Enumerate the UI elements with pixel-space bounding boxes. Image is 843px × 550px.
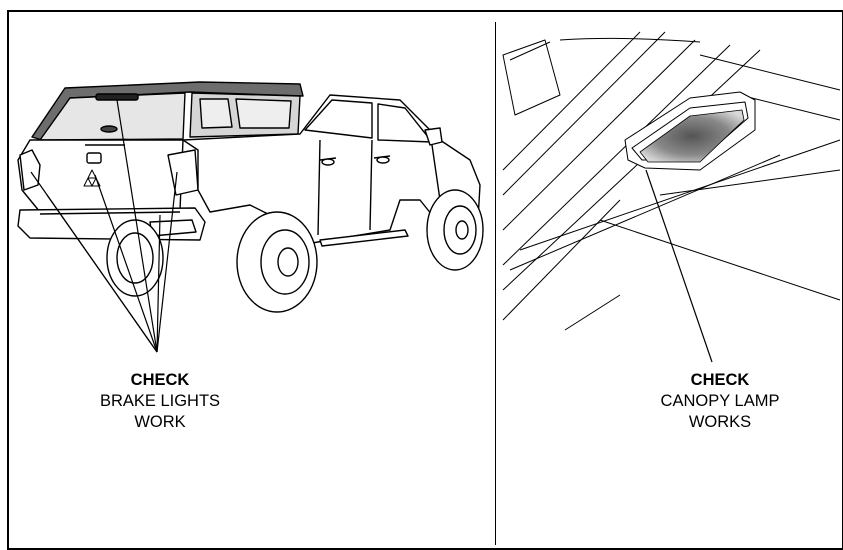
canopy-lamp-caption-line2: WORKS — [620, 412, 820, 433]
canopy-lamp-leader-line — [646, 170, 712, 362]
brake-lights-caption-line1: BRAKE LIGHTS — [60, 391, 260, 412]
canopy-lamp-caption: CHECK CANOPY LAMP WORKS — [620, 370, 820, 433]
truck-drawing — [18, 82, 483, 312]
canopy-lamp-caption-heading: CHECK — [620, 370, 820, 391]
canopy-lamp-caption-line1: CANOPY LAMP — [620, 391, 820, 412]
brake-lights-caption: CHECK BRAKE LIGHTS WORK — [60, 370, 260, 433]
brake-lights-caption-heading: CHECK — [60, 370, 260, 391]
canopy-lamp-drawing — [503, 32, 840, 330]
brake-lights-caption-line2: WORK — [60, 412, 260, 433]
